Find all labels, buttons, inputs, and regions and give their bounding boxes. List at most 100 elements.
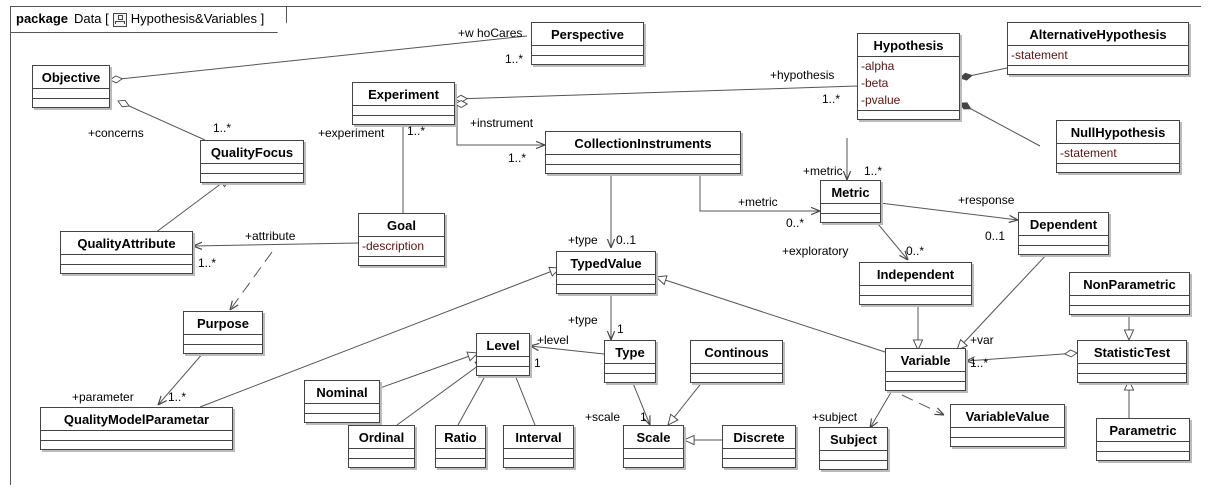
class-name: Goal — [359, 214, 444, 237]
role-label: +instrument — [470, 116, 534, 130]
package-keyword: package — [16, 11, 69, 26]
class-name: Variable — [886, 349, 965, 372]
role-label: +metric — [738, 195, 778, 209]
class-parametric[interactable]: Parametric — [1096, 418, 1190, 461]
class-hypothesis[interactable]: Hypothesis -alpha -beta -pvalue — [857, 33, 960, 120]
class-name: Ordinal — [349, 426, 414, 449]
class-name: Metric — [821, 181, 880, 204]
role-label: +type — [568, 313, 598, 327]
class-goal[interactable]: Goal -description — [358, 213, 445, 266]
role-label: +w hoCares — [458, 26, 523, 40]
class-name: Continous — [691, 341, 782, 364]
multiplicity-label: 1..* — [864, 164, 883, 178]
class-collection-instruments[interactable]: CollectionInstruments — [545, 131, 741, 174]
multiplicity-label: 0..* — [906, 244, 925, 258]
gen-nominal-level — [379, 353, 478, 389]
gen-qualityattribute-qualityfocus — [154, 177, 230, 234]
class-nonparametric[interactable]: NonParametric — [1069, 272, 1190, 315]
multiplicity-label: 1..* — [213, 121, 232, 135]
class-name: NonParametric — [1070, 273, 1189, 296]
role-label: +response — [958, 193, 1015, 207]
role-label: +type — [568, 233, 598, 247]
class-name: QualityModelParametar — [41, 408, 232, 431]
attribute-alpha: -alpha — [861, 59, 895, 73]
assoc-collection-metric — [699, 172, 820, 211]
class-scale[interactable]: Scale — [623, 425, 684, 468]
class-experiment[interactable]: Experiment — [352, 82, 455, 125]
assoc-statistictest-variable — [966, 353, 1077, 361]
class-name: Type — [605, 341, 655, 364]
class-level[interactable]: Level — [476, 333, 530, 376]
attribute-description: -description — [362, 239, 425, 253]
class-variable[interactable]: Variable — [885, 348, 966, 391]
class-quality-model-parametar[interactable]: QualityModelParametar — [40, 407, 233, 450]
class-name: Discrete — [723, 426, 795, 449]
multiplicity-label: 1 — [534, 356, 541, 370]
role-label: +attribute — [245, 229, 296, 243]
gen-qmp-typedvalue — [199, 268, 560, 408]
class-name: Ratio — [436, 426, 485, 449]
assoc-experiment-collection — [455, 104, 545, 145]
assoc-objective-perspective — [109, 35, 528, 84]
class-objective[interactable]: Objective — [32, 65, 110, 108]
class-name: Scale — [624, 426, 683, 449]
assoc-metric-dependent — [879, 202, 1018, 220]
class-name: Independent — [860, 263, 971, 286]
class-name: VariableValue — [951, 405, 1064, 428]
multiplicity-label: 1 — [617, 322, 624, 336]
role-label: +concerns — [88, 126, 144, 140]
class-perspective[interactable]: Perspective — [531, 22, 644, 65]
assoc-objective-qualityfocus — [117, 99, 206, 141]
class-name: TypedValue — [557, 252, 655, 275]
class-alternative-hypothesis[interactable]: AlternativeHypothesis -statement — [1007, 22, 1189, 75]
role-label: +hypothesis — [770, 68, 835, 82]
role-label: +parameter — [72, 390, 134, 404]
multiplicity-label: 1..* — [407, 124, 426, 138]
multiplicity-label: 1..* — [822, 92, 841, 106]
class-name: StatisticTest — [1078, 341, 1186, 364]
class-name: Experiment — [353, 83, 454, 106]
class-diagram-icon — [113, 13, 127, 27]
class-nominal[interactable]: Nominal — [304, 380, 380, 423]
class-dependent[interactable]: Dependent — [1018, 212, 1109, 255]
class-name: Interval — [504, 426, 573, 449]
class-name: QualityAttribute — [61, 232, 192, 255]
class-subject[interactable]: Subject — [819, 427, 888, 470]
class-quality-focus[interactable]: QualityFocus — [200, 140, 304, 183]
class-independent[interactable]: Independent — [859, 262, 972, 305]
role-label: +subject — [812, 410, 858, 424]
assoc-experiment-hypothesis — [454, 85, 858, 103]
class-continous[interactable]: Continous — [690, 340, 783, 383]
multiplicity-label: 1..* — [508, 151, 527, 165]
class-name: Perspective — [532, 23, 643, 46]
class-variable-value[interactable]: VariableValue — [950, 404, 1065, 447]
class-discrete[interactable]: Discrete — [722, 425, 796, 468]
class-metric[interactable]: Metric — [820, 180, 881, 223]
class-quality-attribute[interactable]: QualityAttribute — [60, 231, 193, 274]
class-interval[interactable]: Interval — [503, 425, 574, 468]
role-label: +metric — [803, 164, 843, 178]
multiplicity-label: 0..1 — [616, 233, 637, 247]
multiplicity-label: 0..* — [786, 216, 805, 230]
class-name: Parametric — [1097, 419, 1189, 442]
class-null-hypothesis[interactable]: NullHypothesis -statement — [1056, 120, 1180, 173]
class-name: QualityFocus — [201, 141, 303, 164]
class-statistic-test[interactable]: StatisticTest — [1077, 340, 1187, 383]
class-purpose[interactable]: Purpose — [183, 311, 263, 354]
class-name: Nominal — [305, 381, 379, 404]
class-ordinal[interactable]: Ordinal — [348, 425, 415, 468]
class-typed-value[interactable]: TypedValue — [556, 251, 656, 294]
class-type[interactable]: Type — [604, 340, 656, 383]
class-ratio[interactable]: Ratio — [435, 425, 486, 468]
class-name: NullHypothesis — [1057, 121, 1179, 144]
multiplicity-label: 1..* — [505, 52, 524, 66]
class-name: Purpose — [184, 312, 262, 335]
class-name: Objective — [33, 66, 109, 89]
multiplicity-label: 0..1 — [985, 229, 1006, 243]
dep-goal-purpose — [230, 251, 273, 310]
multiplicity-label: 1 — [640, 410, 647, 424]
role-label: +var — [970, 333, 994, 347]
comp-hypothesis-alternative — [959, 67, 1008, 81]
